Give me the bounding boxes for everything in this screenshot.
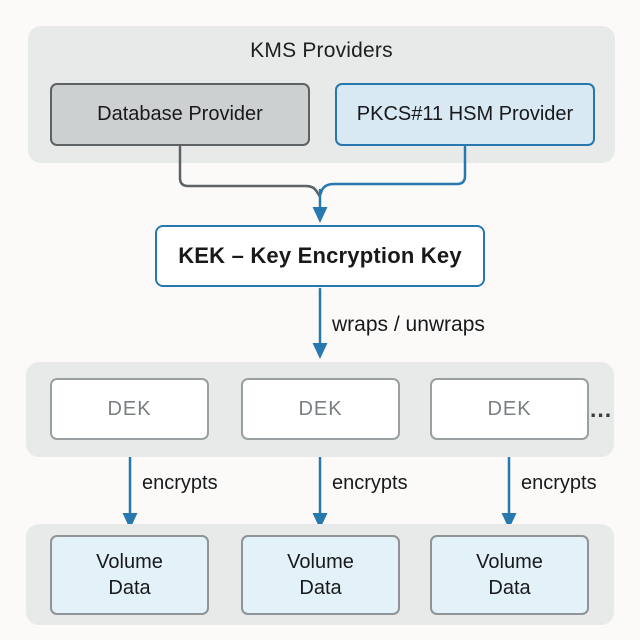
database-provider-label: Database Provider xyxy=(97,103,263,125)
encrypts-label: encrypts xyxy=(521,472,597,494)
volume-data-label: Volume Data xyxy=(287,551,354,599)
encrypts-label: encrypts xyxy=(142,472,218,494)
dek-ellipsis: ... xyxy=(590,396,613,422)
volume-data-box: Volume Data xyxy=(241,535,400,615)
kek-label: KEK – Key Encryption Key xyxy=(178,243,462,268)
volume-data-box: Volume Data xyxy=(430,535,589,615)
encrypts-label: encrypts xyxy=(332,472,408,494)
dek-box: DEK xyxy=(50,378,209,440)
volume-data-box: Volume Data xyxy=(50,535,209,615)
dek-label: DEK xyxy=(107,397,152,420)
dek-label: DEK xyxy=(487,397,532,420)
arrow-head-icon xyxy=(312,343,328,359)
arrow-head-icon xyxy=(312,207,328,223)
dek-label: DEK xyxy=(298,397,343,420)
pkcs11-hsm-provider-box: PKCS#11 HSM Provider xyxy=(335,83,595,146)
dek-box: DEK xyxy=(241,378,400,440)
database-provider-box: Database Provider xyxy=(50,83,310,146)
kek-box: KEK – Key Encryption Key xyxy=(155,225,485,287)
volume-data-label: Volume Data xyxy=(476,551,543,599)
dek-box: DEK xyxy=(430,378,589,440)
pkcs11-hsm-provider-label: PKCS#11 HSM Provider xyxy=(356,103,574,125)
wraps-unwraps-label: wraps / unwraps xyxy=(332,313,485,336)
kms-providers-title: KMS Providers xyxy=(250,39,393,62)
volume-data-label: Volume Data xyxy=(96,551,163,599)
